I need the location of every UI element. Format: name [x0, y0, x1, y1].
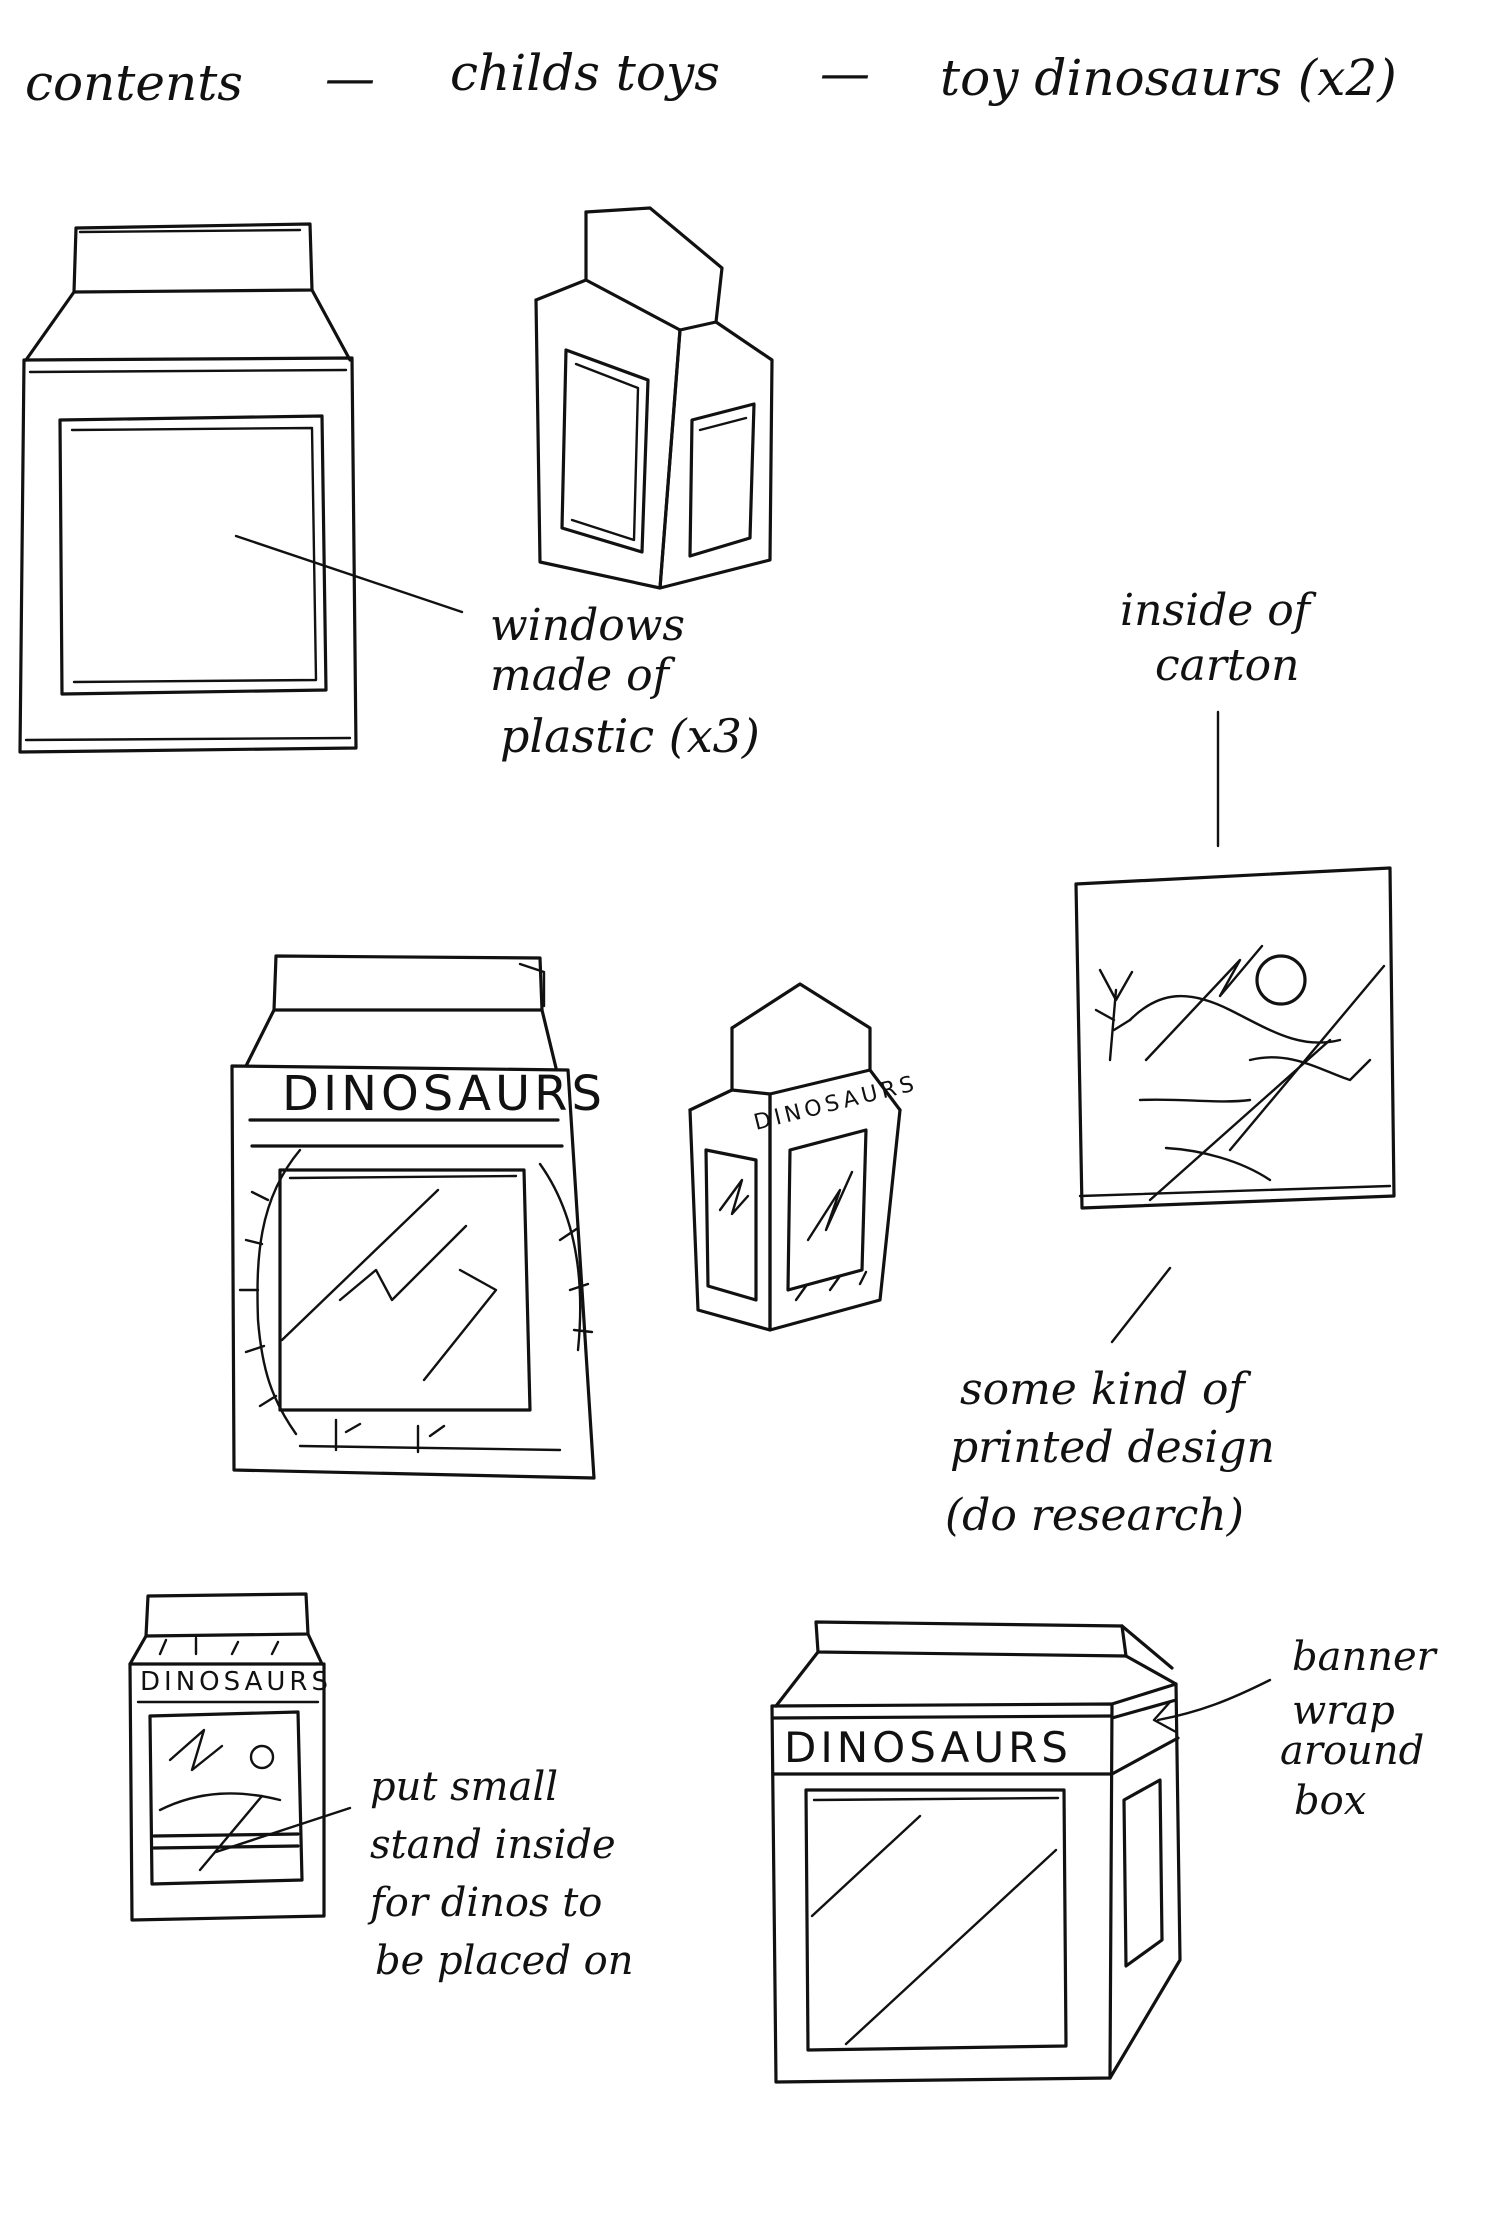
header: contents — childs toys — toy dinosaurs (…: [25, 44, 1397, 112]
annotation-stand-line-3: for dinos to: [367, 1880, 602, 1926]
annotation-stand-line-2: stand inside: [370, 1822, 616, 1868]
pointer-line-stand: [214, 1806, 352, 1854]
carton-inside-design: [1074, 866, 1396, 1210]
annotation-design-line-2: printed design: [950, 1422, 1275, 1473]
annotation-inside-line-1: inside of: [1120, 585, 1317, 636]
pointer-line-design: [1110, 1266, 1172, 1344]
header-dash-1: —: [325, 49, 375, 107]
pointer-arrow-banner: [1152, 1678, 1272, 1734]
sun-drawing: [1255, 954, 1307, 1006]
carton-front-decorated: DINOSAURS: [230, 954, 606, 1480]
carton-front-decorated-label: DINOSAURS: [282, 1066, 606, 1122]
annotation-windows-line-3: plastic (x3): [500, 709, 760, 763]
carton-small-with-stand: DINOSAURS: [128, 1592, 332, 1922]
annotation-banner-line-3: around: [1280, 1728, 1424, 1774]
annotation-banner-line-1: banner: [1292, 1634, 1439, 1680]
carton-small-label: DINOSAURS: [140, 1667, 332, 1697]
annotation-banner-line-2: wrap: [1292, 1688, 1395, 1734]
annotation-stand-line-1: put small: [370, 1764, 558, 1810]
annotation-windows-line-1: windows: [490, 600, 685, 651]
annotation-banner: banner wrap around box: [1280, 1634, 1439, 1824]
annotation-windows-line-2: made of: [490, 650, 676, 701]
carton-front-plain: [18, 222, 358, 754]
stand-drawing: [152, 1832, 300, 1850]
header-dash-2: —: [820, 44, 870, 102]
header-toy-dinosaurs: toy dinosaurs (x2): [940, 49, 1397, 107]
annotation-windows: windows made of plastic (x3): [490, 600, 760, 763]
carton-banner-label: DINOSAURS: [784, 1723, 1072, 1772]
annotation-design-line-3: (do research): [945, 1490, 1244, 1541]
annotation-printed-design: some kind of printed design (do research…: [945, 1364, 1275, 1541]
annotation-banner-line-4: box: [1294, 1778, 1366, 1824]
carton-angled-plain: [534, 206, 774, 590]
annotation-stand-line-4: be placed on: [375, 1938, 633, 1984]
annotation-inside-line-2: carton: [1155, 640, 1299, 691]
carton-angled-decorated: DINOSAURS: [688, 982, 920, 1332]
header-contents: contents: [25, 54, 243, 112]
header-childs-toys: childs toys: [450, 44, 720, 102]
carton-banner-wrap: DINOSAURS: [770, 1620, 1182, 2084]
annotation-inside-of-carton: inside of carton: [1120, 585, 1317, 848]
annotation-design-line-1: some kind of: [960, 1364, 1252, 1415]
pointer-line-windows: [234, 534, 464, 614]
annotation-stand: put small stand inside for dinos to be p…: [367, 1764, 633, 1984]
